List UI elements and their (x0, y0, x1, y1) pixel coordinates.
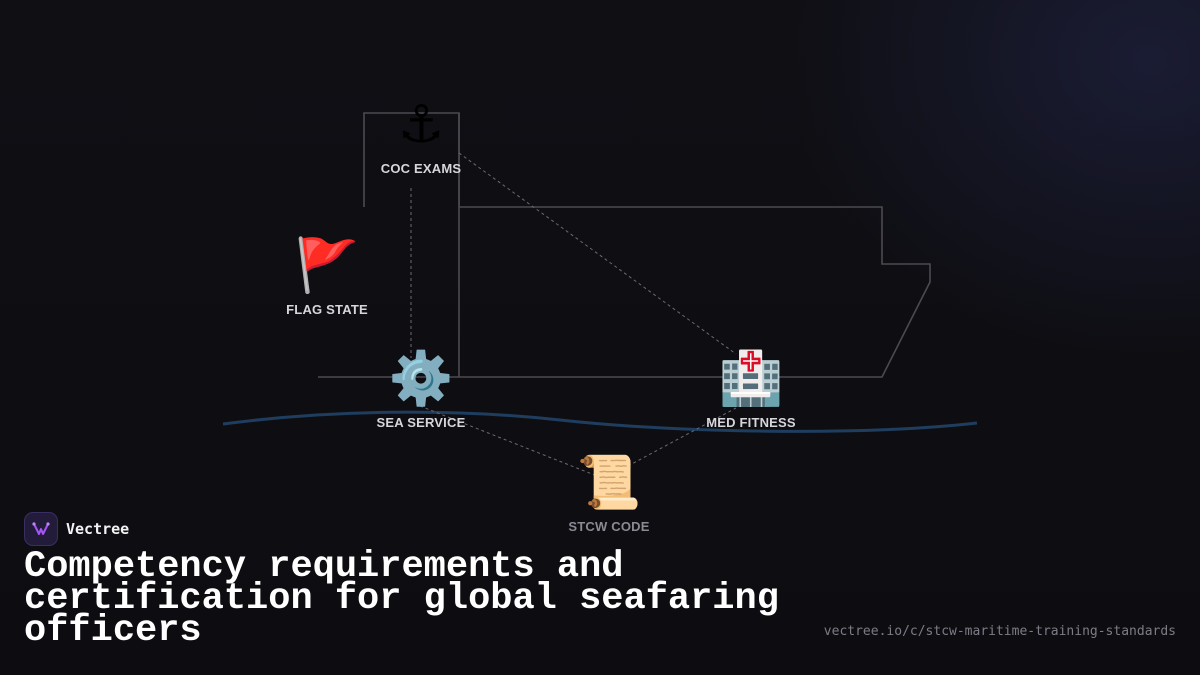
link-group (410, 152, 737, 477)
vectree-logo-mark (32, 522, 50, 535)
node-label: COC EXAMS (380, 161, 462, 176)
hospital-icon: 🏥 (718, 349, 784, 409)
node-coc-exams: ⚓ COC EXAMS (341, 97, 501, 176)
ship-deck-outline (318, 206, 931, 378)
brand: Vectree (24, 512, 129, 546)
scroll-icon: 📜 (576, 453, 642, 513)
node-label: MED FITNESS (706, 415, 796, 430)
node-label: STCW CODE (568, 519, 650, 534)
vectree-logo-icon (24, 512, 58, 546)
link-stcw-med (627, 407, 737, 467)
anchor-icon: ⚓ (397, 95, 445, 155)
node-label: SEA SERVICE (376, 415, 466, 430)
node-med-fitness: 🏥 MED FITNESS (671, 351, 831, 430)
red-flag-icon: 🚩 (294, 236, 360, 296)
node-stcw-code: 📜 STCW CODE (529, 455, 689, 534)
node-flag-state: 🚩 FLAG STATE (247, 238, 407, 317)
waterline (222, 410, 978, 433)
node-sea-service: ⚙️ SEA SERVICE (341, 351, 501, 430)
gear-icon: ⚙️ (388, 349, 454, 409)
link-coc-med (458, 152, 737, 355)
brand-name: Vectree (66, 520, 130, 538)
node-label: FLAG STATE (286, 302, 368, 317)
source-url[interactable]: vectree.io/c/stcw-maritime-training-stan… (823, 624, 1176, 639)
ship-outline (318, 112, 931, 378)
link-sea-stcw (419, 405, 598, 477)
headline: Competency requirements and certificatio… (24, 546, 779, 652)
